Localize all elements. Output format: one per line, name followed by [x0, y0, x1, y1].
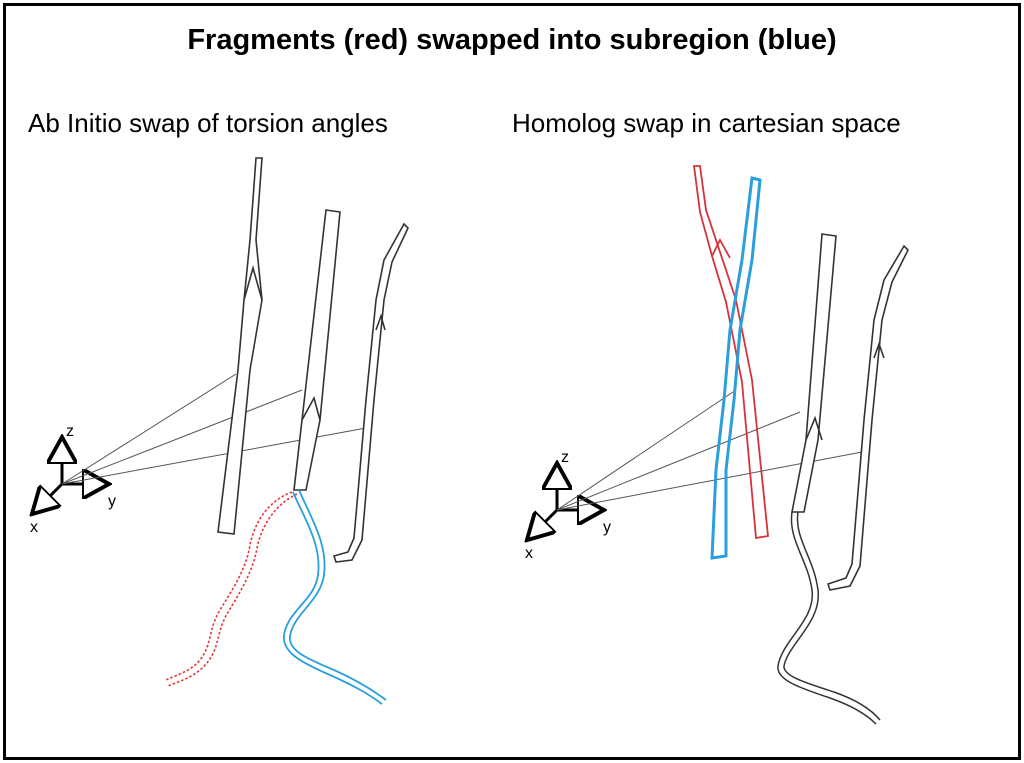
figure-title: Fragments (red) swapped into subregion (…: [187, 24, 837, 56]
axis-x-label: x: [525, 545, 533, 562]
axis-triad-right: z y x: [525, 449, 611, 562]
beta-strand-3-right: [826, 244, 909, 591]
beta-strand-2-right: [791, 233, 837, 513]
figure-frame: [3, 3, 1021, 760]
axis-y-label: y: [108, 493, 116, 510]
beta-strand-2: [293, 209, 341, 491]
swapped-fragment-red-left: [165, 491, 298, 687]
axis-z-label: z: [561, 449, 569, 466]
swapped-fragment-red-right: [692, 165, 769, 540]
beta-strand-3: [332, 222, 409, 563]
beta-strand-1: [217, 157, 263, 535]
subregion-blue-left: [283, 489, 387, 705]
panel-right: z y x: [525, 165, 909, 725]
axis-x-label: x: [30, 519, 38, 536]
panel-left: z y x: [30, 157, 409, 705]
axis-triad-left: z y x: [30, 423, 116, 536]
axis-y-label: y: [603, 519, 611, 536]
panel-right-subtitle: Homolog swap in cartesian space: [512, 108, 901, 138]
backbone-loop-right: [777, 511, 881, 725]
subregion-blue-right: [710, 176, 762, 560]
axis-z-label: z: [66, 423, 74, 440]
panel-left-subtitle: Ab Initio swap of torsion angles: [28, 108, 388, 138]
